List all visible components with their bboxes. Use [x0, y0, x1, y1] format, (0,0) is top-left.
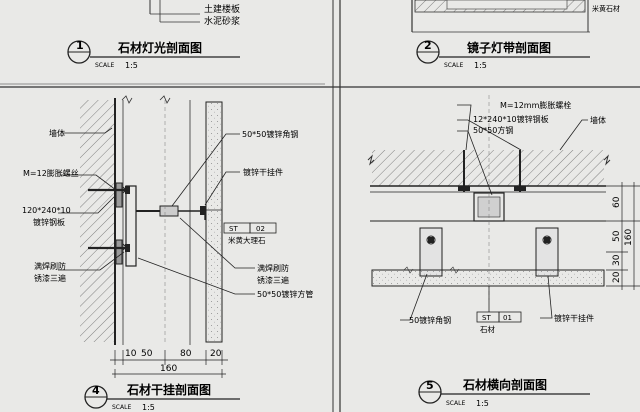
dim-4-total: 160 — [160, 364, 177, 374]
detail-4-labels: 墙体 M=12膨胀螺丝 120*240*10 镀锌钢板 满焊刷防 锈漆三遍 50… — [22, 128, 313, 299]
tag-name-5: 石材 — [480, 324, 495, 334]
scale-value-1: 1:5 — [125, 61, 138, 70]
dim-5-a: 60 — [612, 196, 622, 208]
section-number-2: 2 — [424, 39, 432, 52]
label-hanger: 镀锌干挂件 — [243, 167, 283, 177]
detail-4-leaders — [58, 127, 255, 295]
tag-code-4: ST — [229, 225, 238, 233]
title-block-5: 5 石材横向剖面图 SCALE 1:5 — [418, 377, 590, 408]
label-5-hanger: 镀锌干挂件 — [554, 313, 594, 323]
scale-value-5: 1:5 — [476, 399, 489, 408]
label-tube: 50*50镀锌方管 — [257, 289, 313, 299]
scale-word-2: SCALE — [444, 62, 463, 69]
label-slab: 土建楼板 — [204, 3, 240, 15]
label-angle: 50*50镀锌角钢 — [242, 129, 298, 139]
detail-5-leaders — [400, 104, 588, 321]
label-weld-2: 满焊刷防 — [257, 263, 289, 273]
title-block-4: 4 石材干挂剖面图 SCALE 1:5 — [84, 382, 240, 412]
label-beige-stone: 米黄石材 — [592, 4, 620, 13]
label-5-plate: 12*240*10镀锌钢板 — [473, 114, 549, 124]
label-5-wall: 墙体 — [590, 115, 606, 125]
dim-4-b: 50 — [141, 349, 153, 359]
section-number-5: 5 — [426, 379, 434, 392]
label-5-angle: 50镀锌角钢 — [409, 315, 451, 325]
label-bolt: M=12膨胀螺丝 — [23, 168, 79, 178]
dim-5-d: 20 — [612, 271, 622, 283]
detail-2-fragment: 米黄石材 — [411, 0, 620, 33]
label-plate-name: 镀锌钢板 — [33, 217, 65, 227]
scale-value-4: 1:5 — [142, 403, 155, 412]
scale-word-1: SCALE — [95, 62, 114, 69]
label-weld-2b: 锈漆三遍 — [257, 275, 289, 285]
section-title-2: 镜子灯带剖面图 — [467, 40, 551, 55]
section-title-1: 石材灯光剖面图 — [117, 40, 202, 55]
detail-5-labels: M=12mm膨胀螺栓 12*240*10镀锌钢板 50*50方钢 墙体 50镀锌… — [409, 100, 606, 325]
detail-5-dim-text: 60 50 30 20 160 — [612, 196, 634, 283]
detail-4-dimensions — [110, 350, 228, 378]
scale-value-2: 1:5 — [474, 61, 487, 70]
section-title-4: 石材干挂剖面图 — [126, 382, 211, 397]
detail-5-dimensions — [606, 182, 640, 290]
dim-5-total: 160 — [624, 229, 634, 246]
section-title-5: 石材横向剖面图 — [462, 377, 547, 392]
tag-num-4: 02 — [256, 225, 265, 233]
tag-code-5: ST — [482, 314, 491, 322]
dim-5-b: 50 — [612, 230, 622, 242]
tag-name-4: 米黄大理石 — [228, 235, 266, 245]
title-block-1: 1 石材灯光剖面图 SCALE 1:5 — [67, 39, 240, 70]
label-weld-1b: 锈漆三遍 — [34, 273, 66, 283]
label-5-tube: 50*50方钢 — [473, 125, 513, 135]
section-number-1: 1 — [76, 39, 84, 52]
dim-4-c: 80 — [180, 349, 192, 359]
detail-4-drawing — [80, 95, 223, 345]
label-plate-size: 120*240*10 — [22, 206, 71, 215]
scale-word-4: SCALE — [112, 404, 131, 411]
detail-1-fragment: 土建楼板 水泥砂浆 — [149, 0, 240, 27]
dim-4-a: 10 — [125, 349, 137, 359]
detail-4-dim-text: 10 50 80 20 160 — [125, 349, 222, 374]
label-wall: 墙体 — [49, 128, 65, 138]
label-weld-1: 满焊刷防 — [34, 261, 66, 271]
section-number-4: 4 — [92, 384, 100, 397]
label-5-bolt: M=12mm膨胀螺栓 — [500, 100, 571, 110]
title-block-2: 2 镜子灯带剖面图 SCALE 1:5 — [416, 39, 590, 70]
tag-num-5: 01 — [503, 314, 512, 322]
label-mortar: 水泥砂浆 — [204, 15, 240, 27]
dim-5-c: 30 — [612, 254, 622, 266]
material-tag-5: ST 01 石材 — [476, 286, 522, 334]
material-tag-4: ST 02 米黄大理石 — [223, 222, 277, 245]
dim-4-d: 20 — [210, 349, 222, 359]
detail-5-drawing — [367, 95, 611, 300]
scale-word-5: SCALE — [446, 400, 465, 407]
